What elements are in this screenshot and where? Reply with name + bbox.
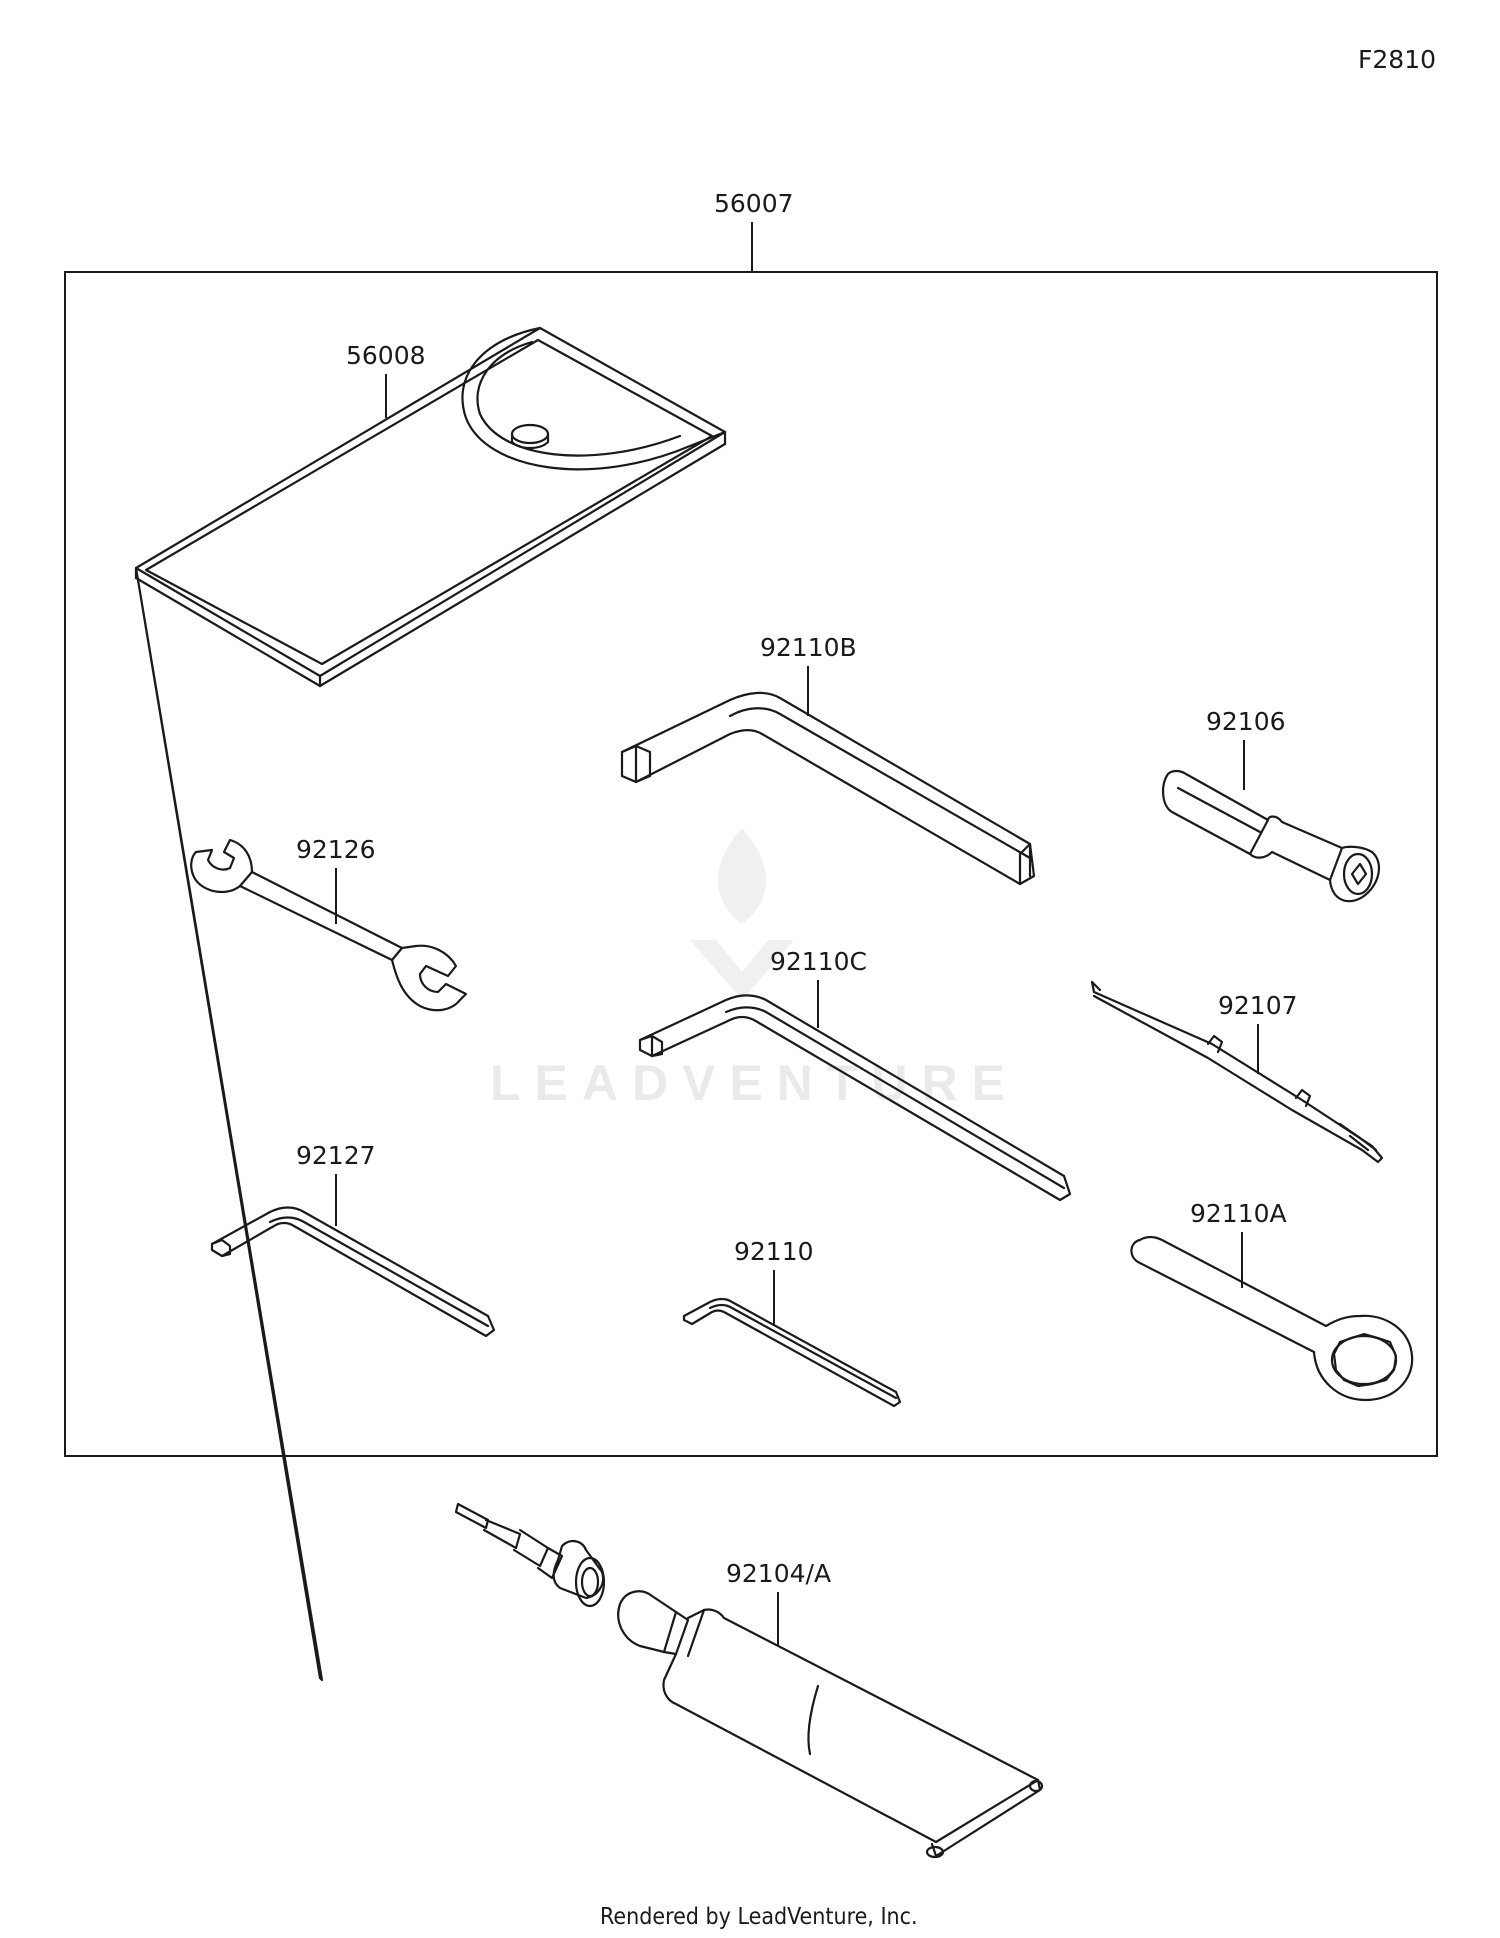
label-56008[interactable]: 56008 — [346, 341, 426, 370]
label-92127[interactable]: 92127 — [296, 1141, 376, 1170]
footer-credit: Rendered by LeadVenture, Inc. — [600, 1904, 918, 1930]
label-92104A[interactable]: 92104/A — [726, 1559, 831, 1588]
socket-92106[interactable] — [1162, 769, 1381, 903]
hex-key-92110C[interactable] — [638, 994, 1072, 1202]
grease-tube-92104A[interactable] — [454, 1502, 1044, 1859]
watermark: LEADVENTURE — [490, 828, 1005, 1111]
tool-pouch-56008[interactable] — [134, 326, 727, 1682]
label-92126[interactable]: 92126 — [296, 835, 376, 864]
diagram-id: F2810 — [1358, 45, 1436, 74]
hex-key-92110B[interactable] — [620, 691, 1036, 886]
wrench-92126[interactable] — [190, 838, 468, 1012]
label-92110B[interactable]: 92110B — [760, 633, 857, 662]
label-92107[interactable]: 92107 — [1218, 991, 1298, 1020]
screwdriver-92107[interactable] — [1090, 980, 1384, 1164]
label-56007[interactable]: 56007 — [714, 189, 794, 218]
label-92110A[interactable]: 92110A — [1190, 1199, 1287, 1228]
spanner-92110A[interactable] — [1130, 1235, 1414, 1402]
tool-kit-frame — [64, 271, 1438, 1457]
hex-key-92110[interactable] — [682, 1297, 902, 1408]
label-92106[interactable]: 92106 — [1206, 707, 1286, 736]
label-92110C[interactable]: 92110C — [770, 947, 867, 976]
hex-key-92127[interactable] — [210, 1206, 496, 1338]
label-92110[interactable]: 92110 — [734, 1237, 814, 1266]
